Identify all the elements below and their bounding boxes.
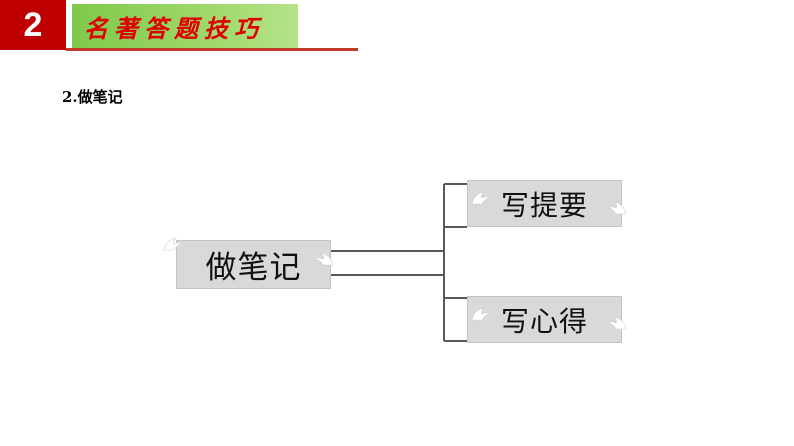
wing-icon [471, 307, 491, 321]
title-band: 名著答题技巧 [72, 4, 298, 48]
wing-icon [607, 201, 627, 215]
node-child-1-label: 写提要 [500, 188, 588, 222]
wing-icon [314, 252, 334, 266]
node-child-1: 写提要 [467, 180, 622, 227]
node-root-label: 做笔记 [205, 250, 302, 286]
subheading: 2.做笔记 [62, 88, 123, 106]
wing-icon [607, 316, 627, 330]
node-child-2-label: 写心得 [500, 304, 588, 338]
page-title: 名著答题技巧 [84, 14, 264, 43]
section-number: 2 [23, 5, 43, 44]
wing-icon [471, 191, 491, 205]
header-rule [66, 48, 358, 51]
wing-icon [163, 237, 183, 251]
node-child-2: 写心得 [467, 296, 622, 343]
node-root: 做笔记 [176, 240, 331, 289]
section-number-box: 2 [0, 0, 66, 50]
